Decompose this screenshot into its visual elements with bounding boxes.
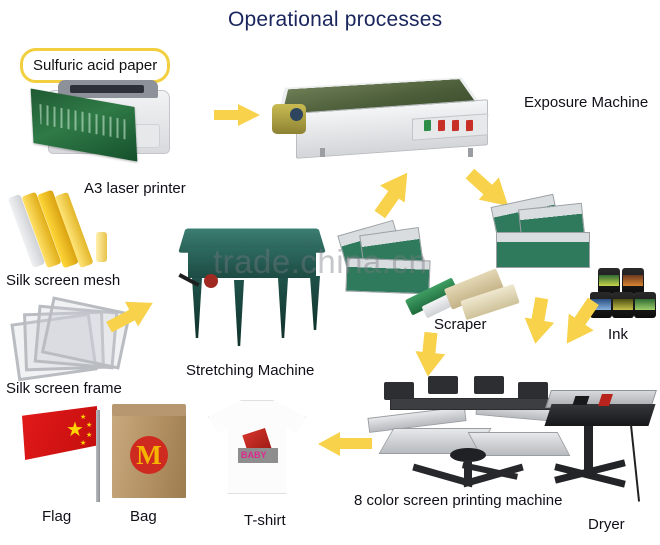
dryer-post (584, 426, 593, 476)
image-a3-laser-printer (30, 72, 188, 172)
ink-jar-4 (612, 292, 634, 318)
image-exposure-machine (272, 60, 502, 168)
arrow-printer-to-products (318, 432, 374, 456)
flag-star-3: ★ (86, 432, 93, 439)
image-stretching-machine (178, 222, 332, 346)
ink-jar-5 (634, 292, 656, 318)
flag-star-4: ★ (80, 440, 87, 447)
stretching-leg-1 (192, 278, 202, 338)
dryer-chamber (544, 404, 656, 426)
ink-jar-3 (590, 292, 612, 318)
callout-label: Sulfuric acid paper (20, 48, 171, 83)
printer-head-1 (384, 382, 414, 400)
image-flag: ★ ★ ★ ★ ★ (22, 406, 112, 506)
stretching-knob (204, 274, 218, 288)
label-bag: Bag (130, 508, 157, 525)
printer-carousel-ring (390, 398, 552, 410)
arrow-printer-to-exposure (214, 104, 260, 126)
image-dryer (544, 390, 660, 510)
page-title: Operational processes (228, 8, 443, 31)
ink-jar-2 (622, 268, 644, 294)
image-silk-screen-mesh (7, 189, 120, 270)
stretching-leg-4 (310, 276, 320, 330)
watermark: trade.china.cn (213, 243, 428, 280)
arrow-screens-to-printer (507, 294, 559, 351)
mesh-roll-small (96, 232, 107, 262)
flag-star-large: ★ (66, 419, 84, 441)
label-ink: Ink (608, 326, 629, 343)
printer-center-hub (450, 448, 486, 462)
exposure-foot-left (320, 148, 325, 157)
label-dryer: Dryer (588, 516, 625, 533)
flag-star-1: ★ (80, 414, 87, 421)
printer-head-3 (474, 376, 504, 394)
flag-star-2: ★ (86, 422, 93, 429)
exposure-foot-right (468, 148, 473, 157)
stretching-leg-2 (234, 280, 244, 346)
image-screen-printing-machine (366, 368, 578, 498)
printer-center-post (464, 460, 472, 486)
stretching-leg-3 (278, 278, 288, 338)
flag-pole (96, 410, 100, 502)
tshirt-graphic: BABY (238, 426, 278, 464)
label-flag: Flag (42, 508, 72, 525)
arrow-screens-to-exposure (365, 160, 434, 231)
dryer-power-cord (629, 424, 641, 502)
ink-jar-1 (598, 268, 620, 294)
tshirt-graphic-text: BABY (241, 450, 267, 460)
exposure-button-green (424, 119, 431, 132)
stretching-table-body (188, 248, 316, 278)
image-tshirt: BABY (208, 400, 312, 500)
printer-head-2 (428, 376, 458, 394)
label-screen-printing-machine: 8 color screen printing machine (354, 492, 563, 509)
bag-logo: M (130, 436, 168, 474)
image-ink (590, 268, 656, 326)
label-silk-screen-mesh: Silk screen mesh (6, 272, 121, 289)
exposure-button-red-3 (466, 119, 473, 132)
label-a3-laser-printer: A3 laser printer (84, 180, 186, 197)
label-exposure-machine: Exposure Machine (524, 94, 649, 111)
bag-top-fold (112, 404, 186, 416)
printer-paper-slot (70, 85, 144, 93)
exposure-button-red-1 (438, 119, 445, 132)
label-silk-screen-frame: Silk screen frame (6, 380, 122, 397)
dryer-roller (572, 396, 590, 405)
label-scraper: Scraper (434, 316, 487, 333)
exposure-pump-dial (290, 108, 303, 121)
image-coated-screens-right (486, 193, 592, 274)
exposure-button-red-2 (452, 119, 459, 132)
printer-head-4 (518, 382, 548, 400)
image-bag: M (112, 404, 192, 504)
label-stretching-machine: Stretching Machine (186, 362, 315, 379)
tshirt-graphic-band: BABY (238, 448, 278, 463)
coated-screen-f (496, 232, 590, 268)
label-tshirt: T-shirt (244, 512, 286, 529)
